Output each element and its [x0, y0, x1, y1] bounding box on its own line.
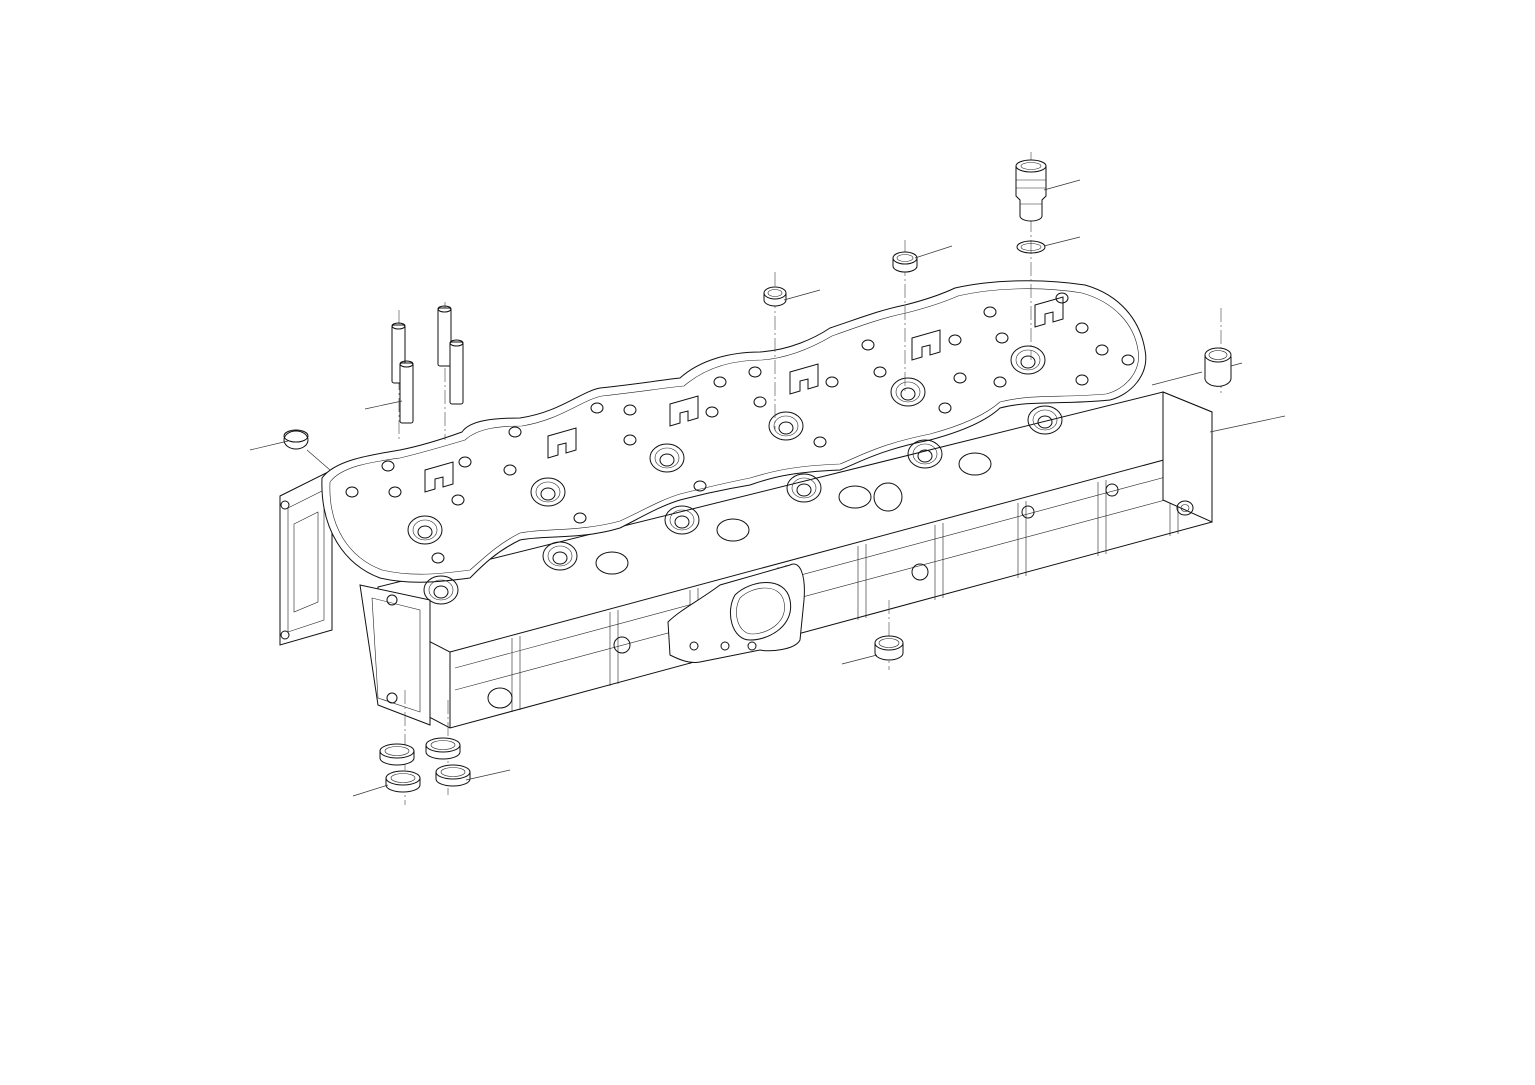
- seal-rings: [380, 738, 470, 792]
- head-gasket-deck: [322, 281, 1146, 605]
- callout-leader-lines: [250, 180, 1285, 796]
- cylinder-head: [280, 281, 1212, 728]
- injector-bore-6: [1027, 405, 1063, 435]
- cylinder-head-body: [280, 392, 1212, 728]
- plug-cap-1: [764, 287, 786, 306]
- left-end-flange: [280, 470, 430, 725]
- core-plug-right: [1205, 348, 1231, 386]
- core-plug-bottom: [875, 636, 903, 660]
- injector-o-ring: [1017, 241, 1045, 253]
- manifold-flange: [668, 564, 804, 662]
- injector-sleeve: [1016, 160, 1046, 221]
- end-plug-hole: [1177, 501, 1193, 515]
- rocker-pedestals: [425, 297, 1063, 492]
- side-plug-boss: [488, 688, 512, 708]
- core-plug-left: [284, 430, 308, 449]
- plug-cap-2: [893, 252, 917, 272]
- locating-dowels: [392, 306, 463, 423]
